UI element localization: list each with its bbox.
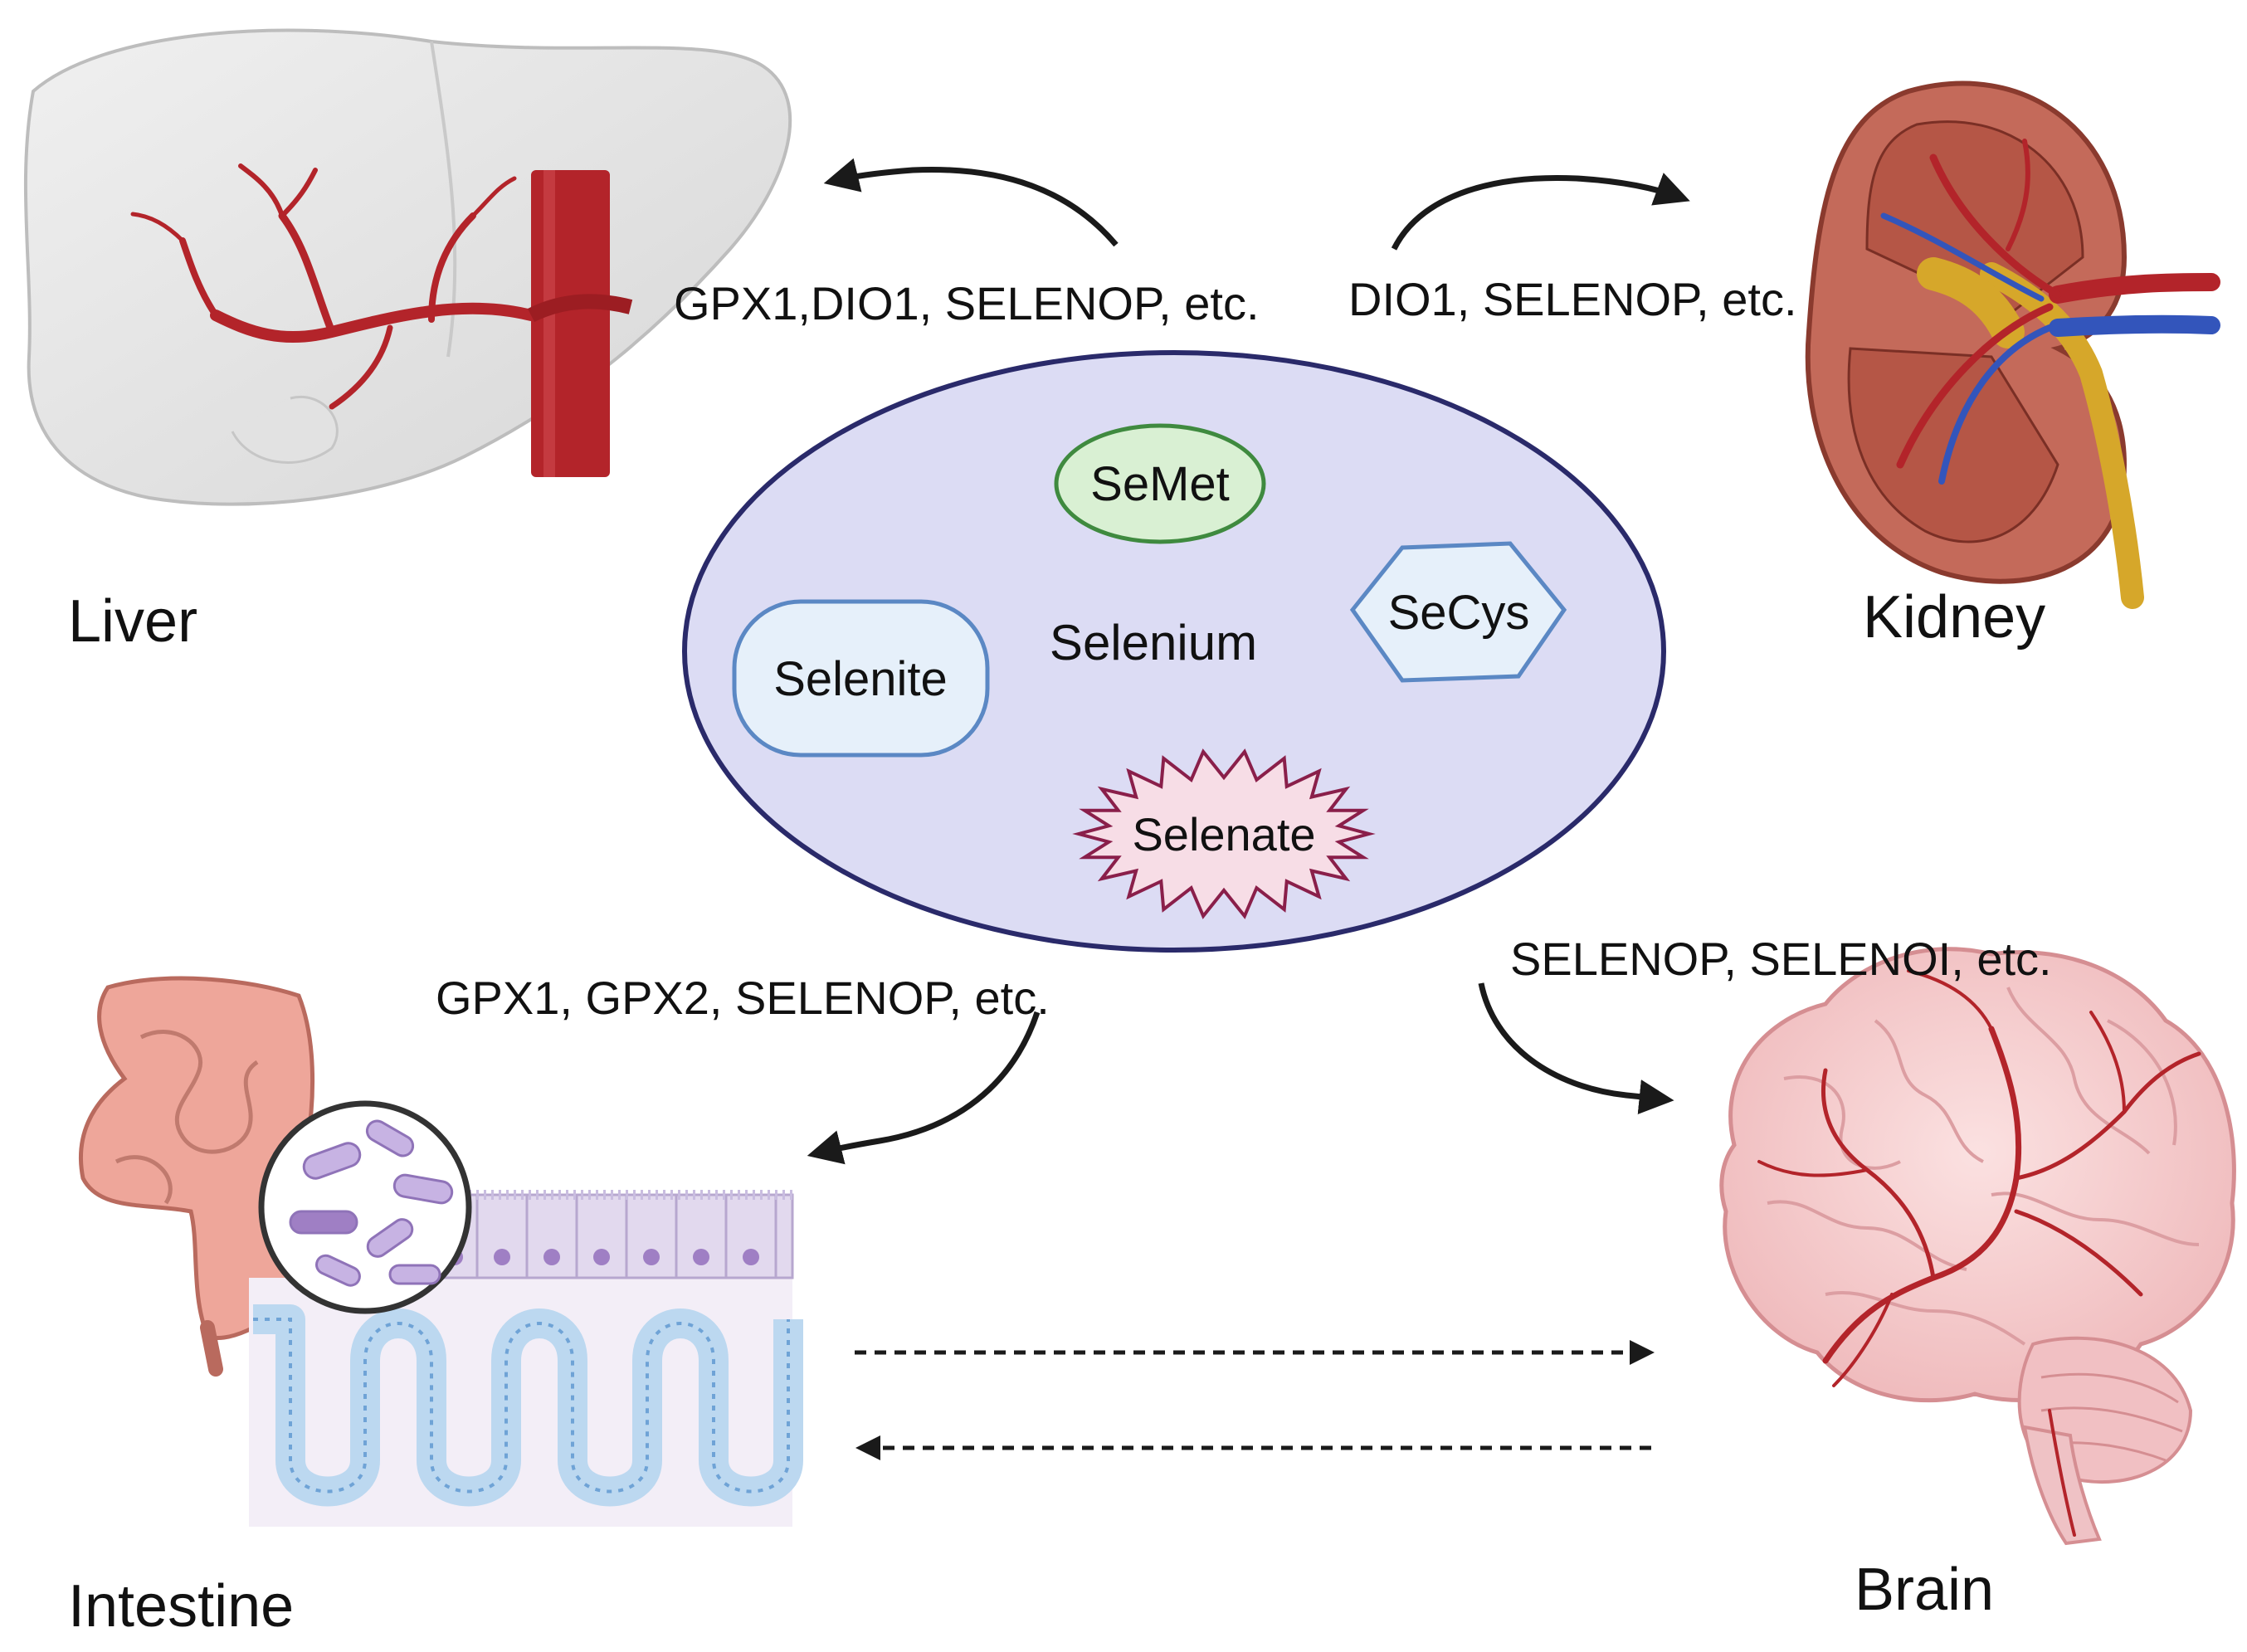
selenium-pool: SeMet SeCys Selenite Selenium Selenate	[682, 350, 1666, 953]
arrow-to-kidney	[1391, 173, 1690, 251]
intestine-label: Intestine	[68, 1573, 294, 1640]
kidney-icon	[1805, 80, 2220, 609]
brain-icon	[1719, 947, 2236, 1546]
secys-label: SeCys	[1388, 586, 1530, 640]
pathway-label-brain: SELENOP, SELENOI, etc.	[1510, 933, 2052, 985]
selenate-label: Selenate	[1132, 808, 1315, 860]
microbiota-icon	[258, 1100, 472, 1314]
semet-node: SeMet	[1054, 423, 1266, 544]
intestine-icon	[78, 976, 803, 1527]
semet-label: SeMet	[1090, 457, 1230, 511]
pathway-label-liver: GPX1,DIO1, SELENOP, etc.	[674, 277, 1260, 329]
selenite-label: Selenite	[773, 652, 948, 706]
selenite-node: Selenite	[732, 599, 990, 758]
pathway-label-kidney: DIO1, SELENOP, etc.	[1348, 273, 1797, 325]
secys-node: SeCys	[1349, 541, 1567, 683]
selenium-label: Selenium	[1050, 615, 1257, 670]
brain-label: Brain	[1855, 1557, 1994, 1623]
arrow-to-liver	[823, 158, 1119, 247]
kidney-label: Kidney	[1863, 584, 2045, 651]
arrow-to-intestine	[807, 1011, 1041, 1165]
pathway-label-intestine: GPX1, GPX2, SELENOP, etc.	[436, 972, 1050, 1024]
liver-label: Liver	[68, 588, 197, 655]
arrow-to-brain	[1478, 982, 1674, 1114]
liver-icon	[23, 28, 792, 506]
selenate-node: Selenate	[1072, 748, 1376, 919]
